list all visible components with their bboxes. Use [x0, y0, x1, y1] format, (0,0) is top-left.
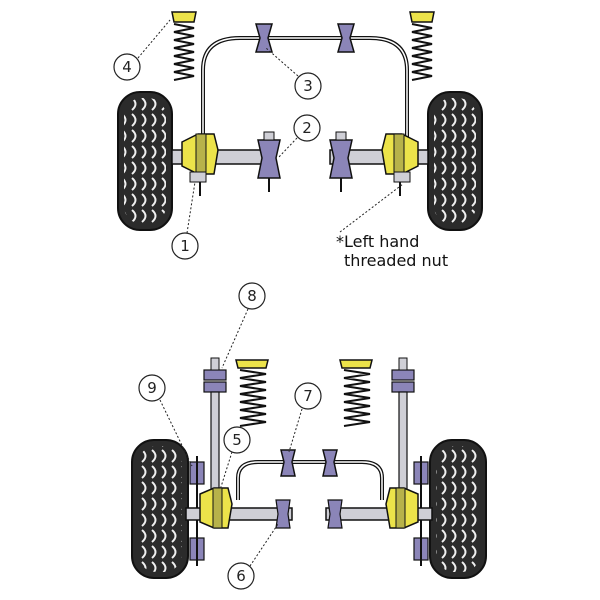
rear-left-shock-rod: [210, 391, 220, 497]
front-left-hub-bush: [181, 133, 219, 196]
front-suspension: 4 3 2 1 *Left hand threaded nut: [113, 11, 483, 270]
svg-text:1: 1: [180, 237, 190, 255]
svg-text:7: 7: [303, 387, 313, 405]
front-right-inner-bush: [329, 131, 353, 192]
svg-text:6: 6: [236, 567, 246, 585]
rear-arb-bush-right: [322, 449, 338, 477]
svg-text:8: 8: [247, 287, 257, 305]
callout-4: 4: [113, 19, 171, 81]
svg-text:9: 9: [147, 379, 157, 397]
note-line-1: *Left hand: [336, 232, 419, 251]
front-left-inner-bush: [257, 131, 281, 192]
callout-7: 7: [288, 382, 322, 453]
rear-left-spring: [235, 359, 269, 427]
front-right-hub-bush: [381, 133, 419, 196]
svg-text:3: 3: [303, 77, 313, 95]
callout-6: 6: [227, 523, 279, 590]
anti-roll-bar-bush-right: [337, 23, 355, 53]
rear-left-hub-bush: [199, 487, 233, 529]
rear-anti-roll-bar: [236, 460, 384, 500]
callout-1: 1: [171, 181, 199, 260]
callout-8: 8: [221, 282, 266, 369]
rear-right-shock-top-bush: [391, 357, 415, 393]
svg-text:2: 2: [302, 119, 312, 137]
rear-left-tyre: [131, 439, 189, 579]
note-leader: [339, 183, 404, 233]
front-left-tyre: [117, 91, 173, 231]
rear-arb-bush-left: [280, 449, 296, 477]
rear-right-inner-bush: [327, 499, 343, 529]
front-right-spring: [409, 11, 435, 81]
callout-5: 5: [219, 426, 251, 491]
callout-3: 3: [265, 47, 322, 100]
front-right-tyre: [427, 91, 483, 231]
rear-right-spring: [339, 359, 373, 427]
callout-2: 2: [277, 114, 321, 159]
rear-right-shock-rod: [398, 391, 408, 497]
front-left-spring: [171, 11, 197, 81]
anti-roll-bar-bush-left: [255, 23, 273, 53]
callout-9: 9: [138, 374, 193, 467]
rear-suspension: 8 9 7 5 6: [131, 282, 487, 590]
note-line-2: threaded nut: [344, 251, 448, 270]
rear-left-shock-top-bush: [203, 357, 227, 393]
svg-text:4: 4: [122, 58, 132, 76]
svg-text:5: 5: [232, 431, 242, 449]
rear-right-hub-bush: [385, 487, 419, 529]
rear-left-inner-bush: [275, 499, 291, 529]
rear-right-tyre: [429, 439, 487, 579]
